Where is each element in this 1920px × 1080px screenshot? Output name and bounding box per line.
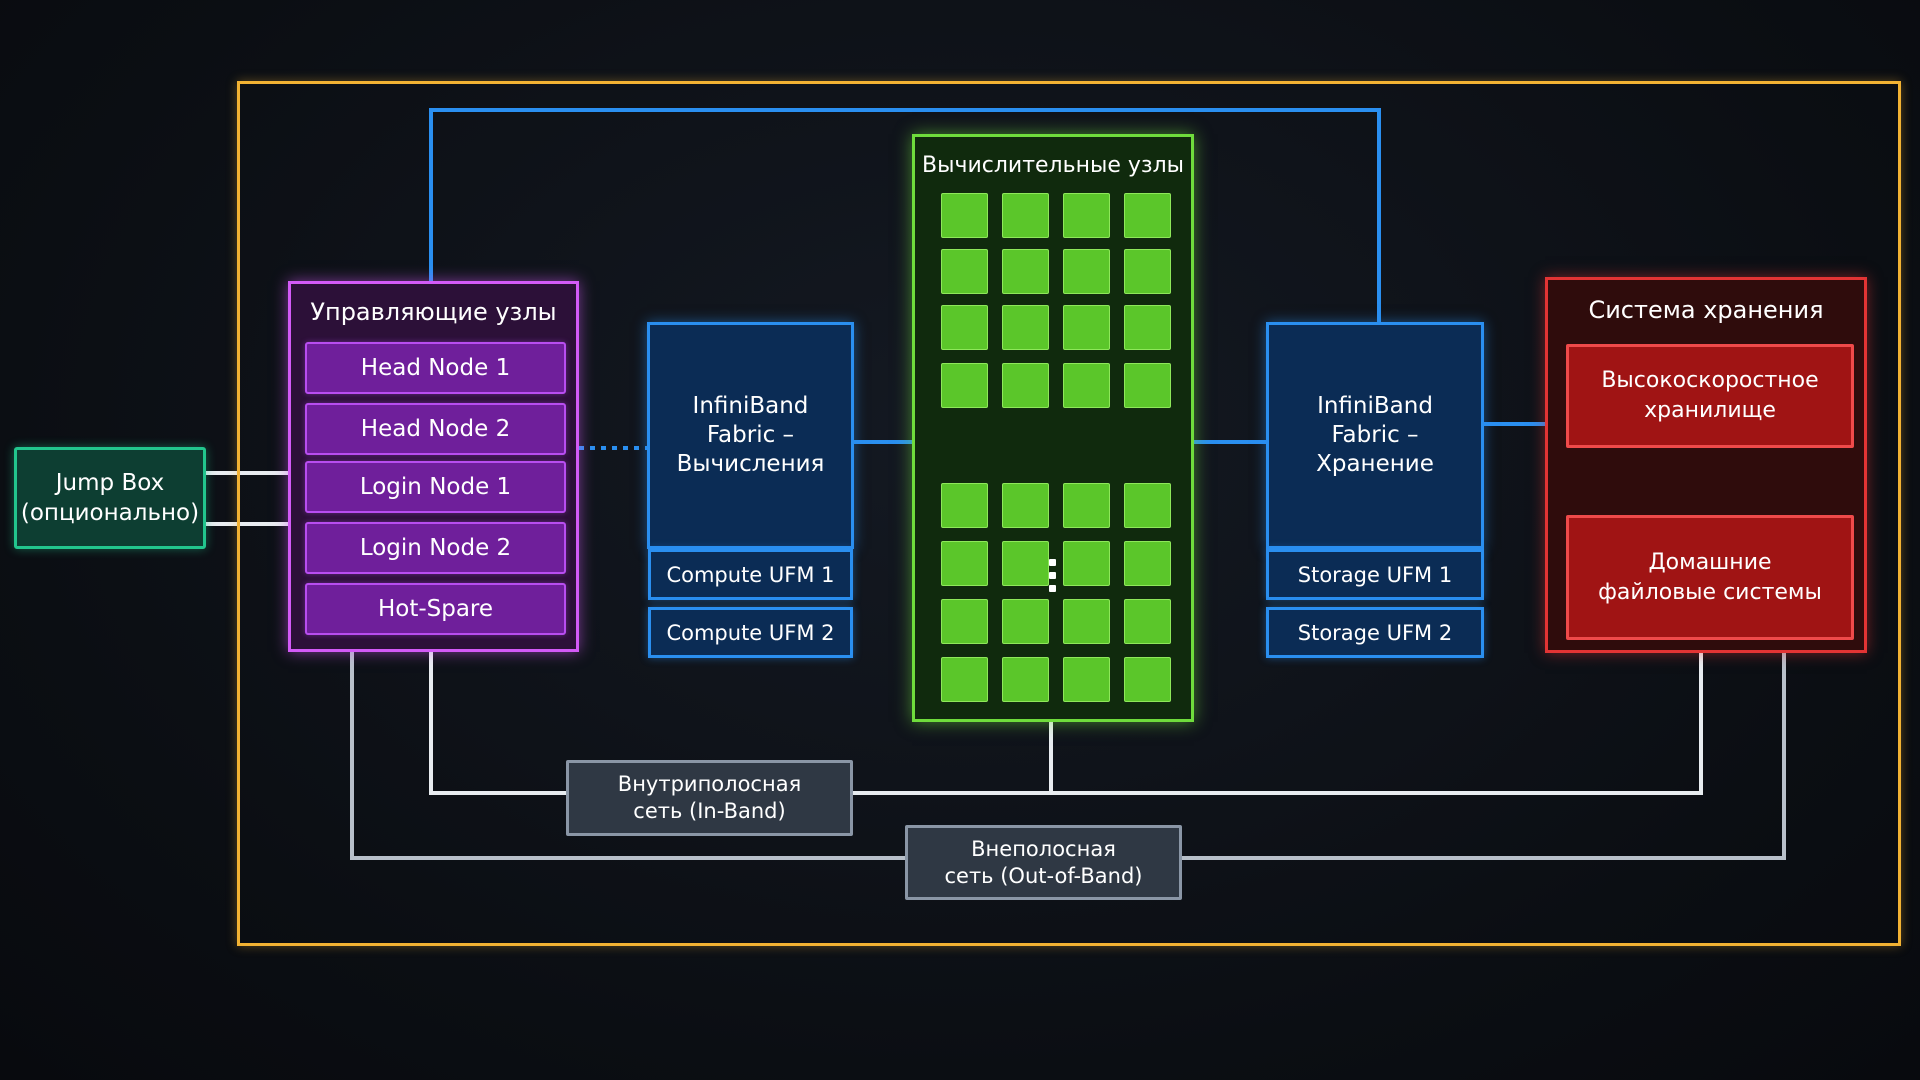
compute-node-tile[interactable] xyxy=(1063,249,1110,294)
compute-node-tile[interactable] xyxy=(1124,249,1171,294)
inband-main-line xyxy=(853,632,1703,795)
inband-line2: сеть (In-Band) xyxy=(633,799,786,823)
home-file-systems[interactable]: Домашние файловые системы xyxy=(1566,515,1854,640)
compute-node-tile[interactable] xyxy=(941,657,988,702)
ib-compute-line1: InfiniBand xyxy=(692,393,809,419)
compute-node-tile[interactable] xyxy=(1063,305,1110,350)
compute-node-tile[interactable] xyxy=(1063,599,1110,644)
compute-node-tile[interactable] xyxy=(1124,363,1171,408)
outband-left-line xyxy=(350,652,905,860)
compute-node-tile[interactable] xyxy=(1063,363,1110,408)
compute-node-tile[interactable] xyxy=(1124,193,1171,238)
jump-box-label-line2: (опционально) xyxy=(20,500,200,526)
compute-node-tile[interactable] xyxy=(1002,483,1049,528)
compute-node-tile[interactable] xyxy=(1124,599,1171,644)
management-nodes-group: Управляющие узлы Head Node 1 Head Node 2… xyxy=(288,281,579,652)
outband-line1: Внеполосная xyxy=(971,836,1116,861)
jump-box-label-line1: Jump Box xyxy=(55,470,165,496)
inband-network[interactable]: Внутриполосная сеть (In-Band) xyxy=(566,760,853,836)
compute-node-tile[interactable] xyxy=(941,541,988,586)
compute-node-tile[interactable] xyxy=(1124,657,1171,702)
compute-node-tile[interactable] xyxy=(1063,193,1110,238)
storage-ufm-1[interactable]: Storage UFM 1 xyxy=(1266,549,1484,600)
top-management-storage-link xyxy=(429,108,1381,322)
home-file-systems-line2: файловые системы xyxy=(1598,579,1822,605)
ib-storage-line3: Хранение xyxy=(1316,451,1434,477)
storage-system-group: Система хранения Высокоскоростное хранил… xyxy=(1545,277,1867,653)
compute-node-tile[interactable] xyxy=(941,363,988,408)
ib-storage-line2: Fabric – xyxy=(1331,422,1419,448)
compute-node-tile[interactable] xyxy=(1063,541,1110,586)
compute-node-tile[interactable] xyxy=(1002,193,1049,238)
compute-node-tile[interactable] xyxy=(1002,541,1049,586)
infiniband-compute-fabric[interactable]: InfiniBand Fabric – Вычисления xyxy=(647,322,854,549)
login-node-1[interactable]: Login Node 1 xyxy=(305,461,566,513)
cluster-boundary xyxy=(237,81,1901,946)
login-node-2[interactable]: Login Node 2 xyxy=(305,522,566,574)
high-speed-storage-line2: хранилище xyxy=(1644,398,1776,423)
outband-network[interactable]: Внеполосная сеть (Out-of-Band) xyxy=(905,825,1182,900)
compute-node-tile[interactable] xyxy=(941,193,988,238)
storage-title: Система хранения xyxy=(1588,296,1824,324)
management-title: Управляющие узлы xyxy=(310,298,557,326)
compute-node-tile[interactable] xyxy=(1124,305,1171,350)
infiniband-storage-fabric[interactable]: InfiniBand Fabric – Хранение xyxy=(1266,322,1484,549)
compute-node-tile[interactable] xyxy=(1002,657,1049,702)
compute-nodes-group: Вычислительные узлы xyxy=(912,134,1194,722)
compute-node-tile[interactable] xyxy=(941,483,988,528)
compute-node-tile[interactable] xyxy=(1124,541,1171,586)
storage-ufm-2[interactable]: Storage UFM 2 xyxy=(1266,607,1484,658)
compute-node-tile[interactable] xyxy=(941,249,988,294)
compute-node-tile[interactable] xyxy=(941,305,988,350)
inband-management-link xyxy=(429,652,566,795)
ellipsis-icon xyxy=(1049,559,1057,598)
outband-line2: сеть (Out-of-Band) xyxy=(944,863,1143,888)
compute-ufm-2[interactable]: Compute UFM 2 xyxy=(648,607,853,658)
home-file-systems-line1: Домашние xyxy=(1648,549,1772,575)
compute-title: Вычислительные узлы xyxy=(921,153,1185,178)
compute-node-tile[interactable] xyxy=(941,599,988,644)
compute-node-tile[interactable] xyxy=(1002,599,1049,644)
ib-compute-line3: Вычисления xyxy=(676,451,825,477)
compute-node-tile[interactable] xyxy=(1063,657,1110,702)
hot-spare-node[interactable]: Hot-Spare xyxy=(305,583,566,635)
jump-box[interactable]: Jump Box (опционально) xyxy=(14,447,206,549)
high-speed-storage-line1: Высокоскоростное xyxy=(1601,368,1819,393)
head-node-1[interactable]: Head Node 1 xyxy=(305,342,566,394)
compute-ufm-1[interactable]: Compute UFM 1 xyxy=(648,549,853,600)
ib-compute-line2: Fabric – xyxy=(706,422,795,448)
head-node-2[interactable]: Head Node 2 xyxy=(305,403,566,455)
inband-line1: Внутриполосная xyxy=(617,772,802,796)
high-speed-storage[interactable]: Высокоскоростное хранилище xyxy=(1566,344,1854,448)
ib-storage-line1: InfiniBand xyxy=(1317,393,1433,419)
compute-node-tile[interactable] xyxy=(1002,305,1049,350)
compute-node-tile[interactable] xyxy=(1002,363,1049,408)
compute-node-tile[interactable] xyxy=(1124,483,1171,528)
outband-right-line xyxy=(1182,653,1786,860)
compute-node-tile[interactable] xyxy=(1002,249,1049,294)
compute-node-tile[interactable] xyxy=(1063,483,1110,528)
